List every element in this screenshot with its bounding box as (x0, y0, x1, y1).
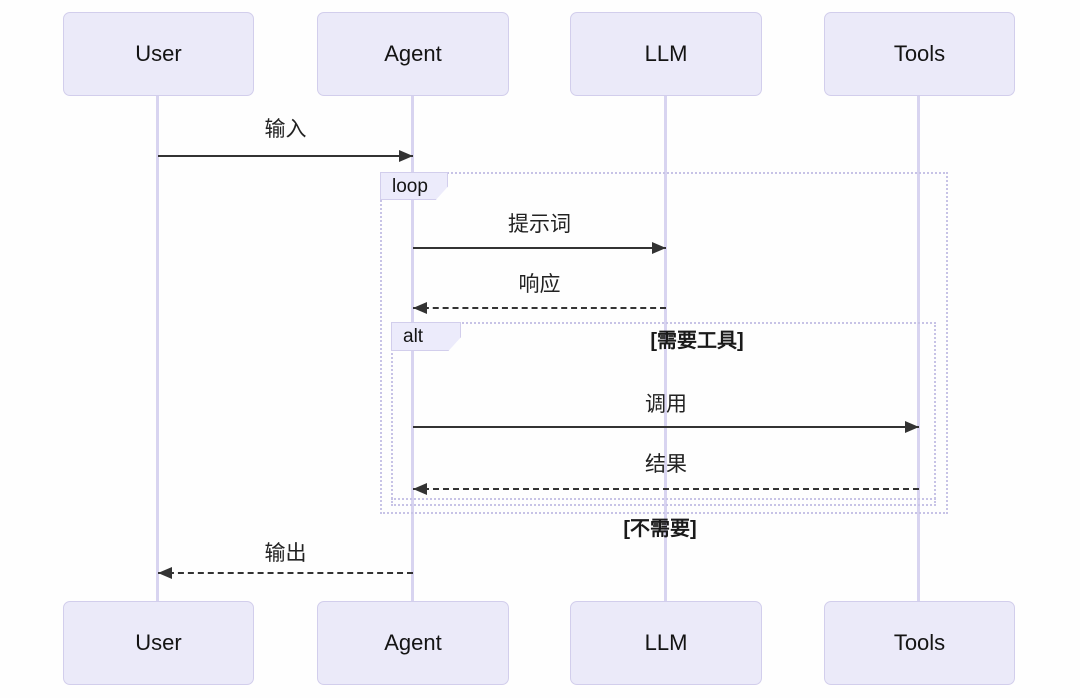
loop-fragment-box (380, 172, 948, 514)
actor-box-tools-bottom: Tools (824, 601, 1015, 685)
alt-else-divider (391, 498, 936, 500)
actor-box-user-top: User (63, 12, 254, 96)
message-label-response: 响应 (518, 273, 561, 296)
loop-fragment-tab: loop (380, 172, 448, 200)
message-label-result: 结果 (645, 453, 687, 476)
actor-label: User (135, 630, 182, 655)
message-line-input (158, 155, 413, 157)
arrowhead-left-icon (413, 483, 427, 495)
alt-label: alt (403, 326, 424, 347)
lifeline-llm (664, 96, 667, 601)
actor-label: LLM (644, 630, 688, 655)
actor-label: Tools (893, 630, 946, 655)
arrowhead-left-icon (413, 302, 427, 314)
lifeline-tools (917, 96, 920, 601)
message-label-call: 调用 (645, 393, 687, 416)
lifeline-user (156, 96, 159, 601)
alt-else-condition-label: [不需要] (623, 518, 697, 540)
loop-label: loop (392, 176, 428, 197)
arrowhead-right-icon (399, 150, 413, 162)
actor-box-llm-bottom: LLM (570, 601, 762, 685)
message-line-call (413, 426, 919, 428)
alt-fragment-box (391, 322, 936, 506)
actor-label: Agent (384, 630, 442, 655)
message-label-output: 输出 (264, 542, 307, 565)
message-line-output (158, 572, 413, 574)
message-label-prompt: 提示词 (508, 213, 571, 236)
alt-fragment-tab: alt (391, 322, 461, 351)
arrowhead-right-icon (905, 421, 919, 433)
message-label-input: 输入 (264, 118, 307, 141)
message-line-response (413, 307, 666, 309)
message-line-result (413, 488, 919, 490)
actor-label: Tools (893, 41, 946, 66)
actor-label: LLM (644, 41, 688, 66)
actor-box-tools-top: Tools (824, 12, 1015, 96)
arrowhead-left-icon (158, 567, 172, 579)
actor-box-agent-bottom: Agent (317, 601, 509, 685)
actor-box-agent-top: Agent (317, 12, 509, 96)
actor-box-llm-top: LLM (570, 12, 762, 96)
alt-condition-label: [需要工具] (650, 330, 744, 352)
arrowhead-right-icon (652, 242, 666, 254)
actor-label: User (135, 41, 182, 66)
message-line-prompt (413, 247, 666, 249)
actor-label: Agent (384, 41, 442, 66)
actor-box-user-bottom: User (63, 601, 254, 685)
